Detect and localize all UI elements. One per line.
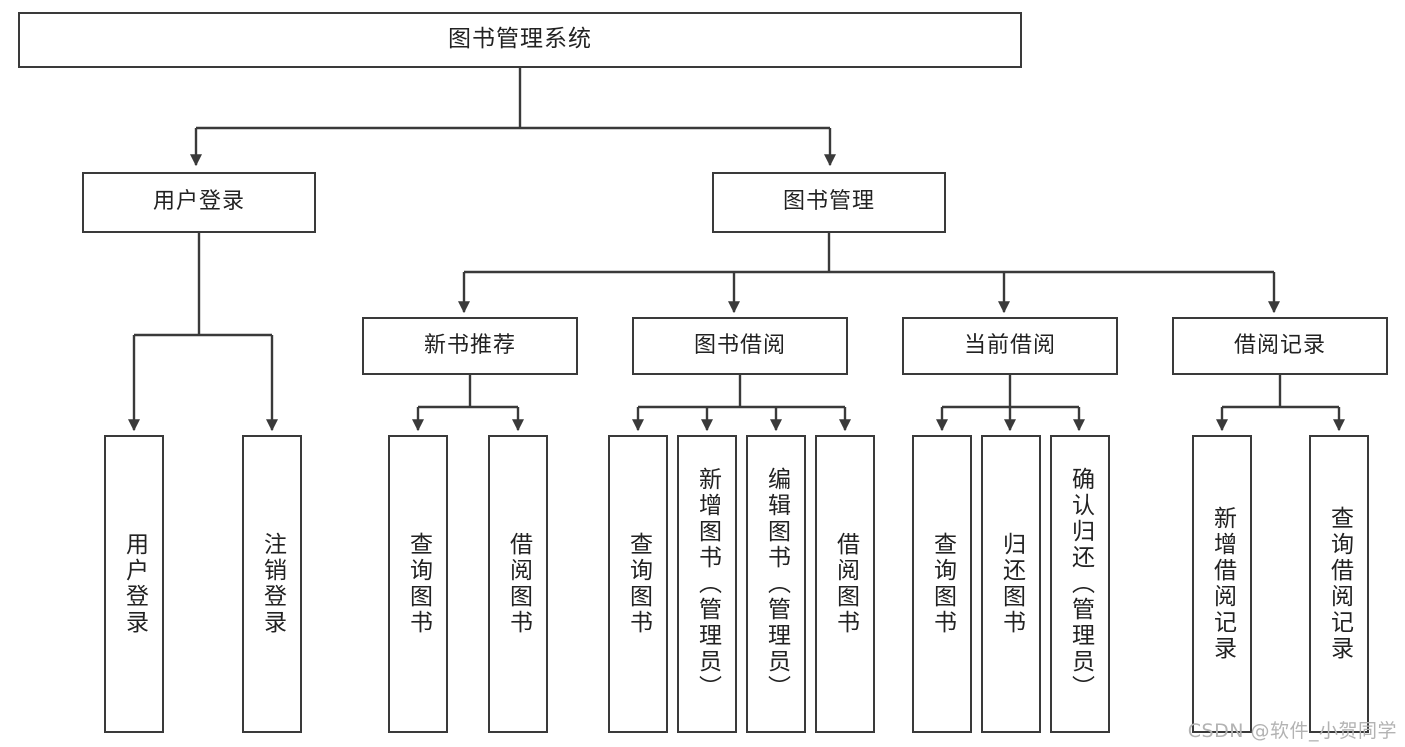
- node-current-borrow[interactable]: 当前借阅: [902, 317, 1118, 375]
- node-book-manage-label: 图书管理: [782, 189, 875, 215]
- leaf-current-borrow-1[interactable]: 归还图书: [981, 435, 1041, 733]
- node-book-manage[interactable]: 图书管理: [712, 172, 946, 233]
- leaf-label: 归还图书: [998, 532, 1025, 636]
- leaf-label: 借阅图书: [832, 532, 859, 636]
- node-user-login-label: 用户登录: [152, 189, 245, 215]
- leaf-label: 借阅图书: [505, 532, 532, 636]
- node-book-borrow[interactable]: 图书借阅: [632, 317, 848, 375]
- leaf-current-borrow-2[interactable]: 确认归还（管理员）: [1050, 435, 1110, 733]
- leaf-new-book-rec-0[interactable]: 查询图书: [388, 435, 448, 733]
- leaf-label: 查询图书: [625, 532, 652, 636]
- leaf-label: 编辑图书（管理员）: [763, 467, 790, 701]
- node-user-login[interactable]: 用户登录: [82, 172, 316, 233]
- node-borrow-record-label: 借阅记录: [1233, 332, 1326, 358]
- leaf-label: 注销登录: [259, 532, 286, 636]
- leaf-label: 查询图书: [929, 532, 956, 636]
- leaf-book-borrow-3[interactable]: 借阅图书: [815, 435, 875, 733]
- leaf-book-borrow-0[interactable]: 查询图书: [608, 435, 668, 733]
- leaf-user-login-0[interactable]: 用户登录: [104, 435, 164, 733]
- leaf-borrow-record-0[interactable]: 新增借阅记录: [1192, 435, 1252, 733]
- leaf-label: 新增借阅记录: [1209, 506, 1236, 662]
- leaf-book-borrow-2[interactable]: 编辑图书（管理员）: [746, 435, 806, 733]
- leaf-label: 查询图书: [405, 532, 432, 636]
- leaf-current-borrow-0[interactable]: 查询图书: [912, 435, 972, 733]
- leaf-book-borrow-1[interactable]: 新增图书（管理员）: [677, 435, 737, 733]
- node-new-book-rec[interactable]: 新书推荐: [362, 317, 578, 375]
- leaf-label: 新增图书（管理员）: [694, 467, 721, 701]
- leaf-label: 确认归还（管理员）: [1067, 467, 1094, 701]
- leaf-new-book-rec-1[interactable]: 借阅图书: [488, 435, 548, 733]
- node-root[interactable]: 图书管理系统: [18, 12, 1022, 68]
- leaf-user-login-1[interactable]: 注销登录: [242, 435, 302, 733]
- leaf-borrow-record-1[interactable]: 查询借阅记录: [1309, 435, 1369, 733]
- node-root-label: 图书管理系统: [448, 26, 592, 53]
- leaf-label: 查询借阅记录: [1326, 506, 1353, 662]
- node-new-book-rec-label: 新书推荐: [423, 332, 516, 358]
- node-borrow-record[interactable]: 借阅记录: [1172, 317, 1388, 375]
- node-book-borrow-label: 图书借阅: [693, 332, 786, 358]
- node-current-borrow-label: 当前借阅: [963, 332, 1056, 358]
- watermark: CSDN @软件_小贺同学: [1187, 720, 1397, 742]
- leaf-label: 用户登录: [121, 532, 148, 636]
